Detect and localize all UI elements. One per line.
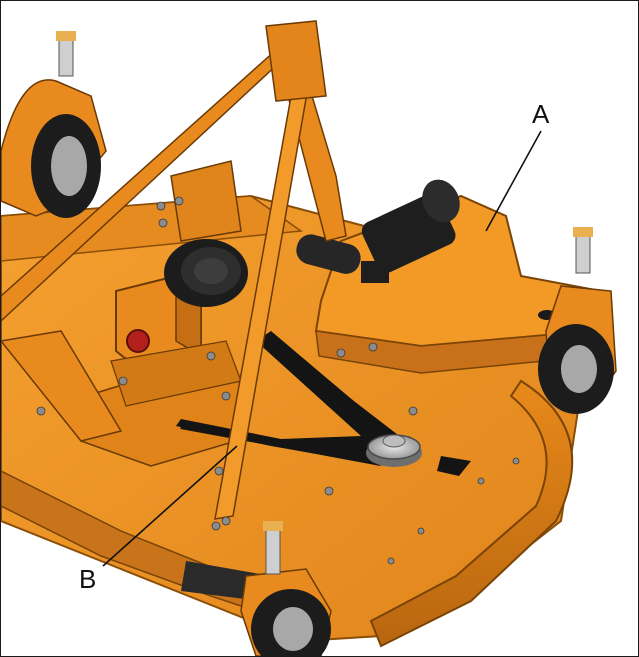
caster-wheel-bottom [240,521,332,656]
caster-wheel-top-left [1,31,107,218]
leader-line-a [485,130,542,232]
a-frame-hitch [1,20,347,520]
pulley-icon [366,434,422,467]
belt-tensioner-icon [437,456,471,476]
caster-wheel-right [538,227,617,414]
hydraulic-motor [296,179,460,283]
bolts [36,196,520,565]
callout-label-b: B [79,564,97,594]
leader-line-b [102,445,238,567]
gearbox-cap-icon [126,329,150,353]
callout-label-a: A [532,99,550,129]
